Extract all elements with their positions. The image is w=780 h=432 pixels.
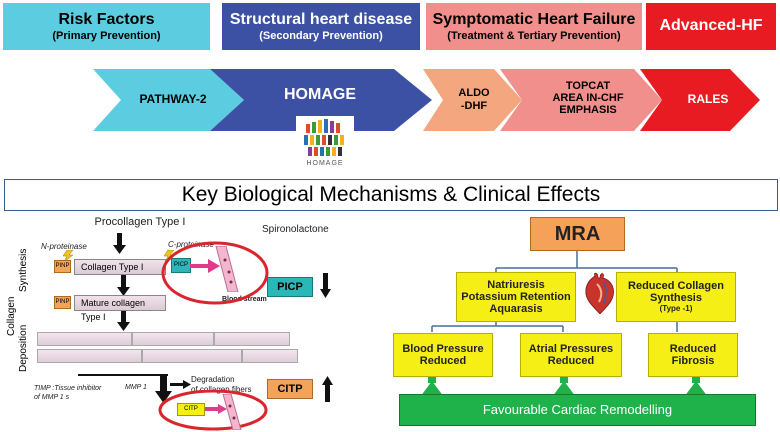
- blood-vessel-bottom: [222, 394, 242, 430]
- trial-label-homage: HOMAGE: [284, 86, 356, 103]
- citp-tag-small: CITP: [177, 403, 205, 416]
- stage-subtitle: (Treatment & Tertiary Prevention): [447, 30, 621, 42]
- picp-marker: PICP: [267, 277, 313, 297]
- trial-label-rales: RALES: [687, 92, 729, 106]
- aldo-line2: -DHF: [460, 100, 488, 112]
- lightning-icon: [62, 250, 74, 262]
- release-arrow-icon: [190, 259, 220, 273]
- fiber-bar-6: [242, 349, 298, 363]
- release-arrow-icon: [205, 404, 227, 414]
- synthesis-label: Synthesis: [18, 248, 29, 292]
- highlight-ellipse-bottom: [158, 390, 268, 431]
- fiber-bar-1: [37, 332, 132, 346]
- mmp-label: MMP 1: [125, 384, 147, 391]
- reduced-collagen-subtext: (Type -1): [659, 304, 693, 313]
- homage-logo-text: HOMAGE: [306, 160, 344, 167]
- mra-box: MRA: [530, 217, 625, 251]
- chevron-homage: [210, 69, 432, 131]
- procollagen-label: Procollagen Type I: [94, 216, 186, 228]
- fiber-bar-3: [214, 332, 290, 346]
- trial-arrows: [93, 69, 760, 131]
- homage-logo: [296, 116, 354, 172]
- increase-arrow-icon: [322, 376, 333, 402]
- spironolactone-label: Spironolactone: [262, 224, 329, 235]
- mature-collagen: Mature collagen Type I: [74, 295, 166, 322]
- aldo-line1: ALDO: [458, 87, 490, 99]
- reduced-fibrosis-box: Reduced Fibrosis: [648, 333, 738, 377]
- collagen-type-i: Collagen Type I: [74, 259, 166, 275]
- arrow-icon: [117, 310, 130, 331]
- chevron-aldo: [423, 69, 522, 131]
- timp-line2: of MMP 1 s: [34, 394, 70, 401]
- chevron-pathway2: [93, 69, 244, 131]
- favourable-remodelling-bar: Favourable Cardiac Remodelling: [399, 394, 756, 426]
- citp-marker: CITP: [267, 379, 313, 399]
- pinp-tag: PINP: [54, 260, 71, 273]
- fiber-bar-2: [132, 332, 214, 346]
- stage-risk-factors: Risk Factors (Primary Prevention): [3, 3, 210, 50]
- key-mechanisms-title: Key Biological Mechanisms & Clinical Eff…: [4, 179, 778, 211]
- highlight-ellipse-top: [161, 241, 269, 305]
- stage-structural: Structural heart disease (Secondary Prev…: [222, 3, 420, 50]
- trial-label-aldo: ALDO-DHF: [444, 87, 504, 113]
- n-proteinase-label: N-proteinase: [41, 242, 87, 251]
- timp-label: TIMP :Tissue inhibitor of MMP 1 s: [34, 384, 101, 402]
- decrease-arrow-icon: [320, 273, 331, 298]
- heart-icon: [585, 272, 614, 314]
- degradation-arrow-icon: [170, 380, 191, 389]
- connector-lines: [431, 251, 678, 332]
- stage-title: Advanced-HF: [659, 17, 763, 34]
- stage-subtitle: (Primary Prevention): [52, 30, 161, 42]
- deposition-label: Deposition: [18, 324, 29, 372]
- stage-title: Symptomatic Heart Failure: [432, 11, 636, 28]
- fiber-bar-5: [142, 349, 242, 363]
- chevron-topcat: [500, 69, 662, 131]
- blood-stream-label: Blood stream: [222, 296, 267, 303]
- trial-label-pathway2: PATHWAY-2: [139, 92, 207, 106]
- pinp-tag-2: PINP: [54, 296, 71, 309]
- stage-subtitle: (Secondary Prevention): [259, 30, 383, 42]
- fiber-bar-4: [37, 349, 142, 363]
- timp-inhibit-line: [78, 374, 168, 376]
- collagen-label: Collagen: [6, 296, 17, 336]
- stage-title: Risk Factors: [58, 11, 155, 28]
- stage-symptomatic: Symptomatic Heart Failure (Treatment & T…: [426, 3, 642, 50]
- c-proteinase-label: C-proteinase: [168, 240, 214, 249]
- blood-vessel-top: [215, 246, 239, 292]
- stage-title: Structural heart disease: [229, 11, 413, 28]
- timp-line1: TIMP :Tissue inhibitor: [34, 385, 102, 392]
- stage-advanced-hf: Advanced-HF: [646, 3, 776, 50]
- up-arrows: [420, 377, 708, 397]
- arrow-icon: [113, 233, 126, 254]
- arrow-icon: [117, 275, 130, 296]
- arrow-icon: [155, 376, 172, 403]
- chevron-rales: [640, 69, 760, 131]
